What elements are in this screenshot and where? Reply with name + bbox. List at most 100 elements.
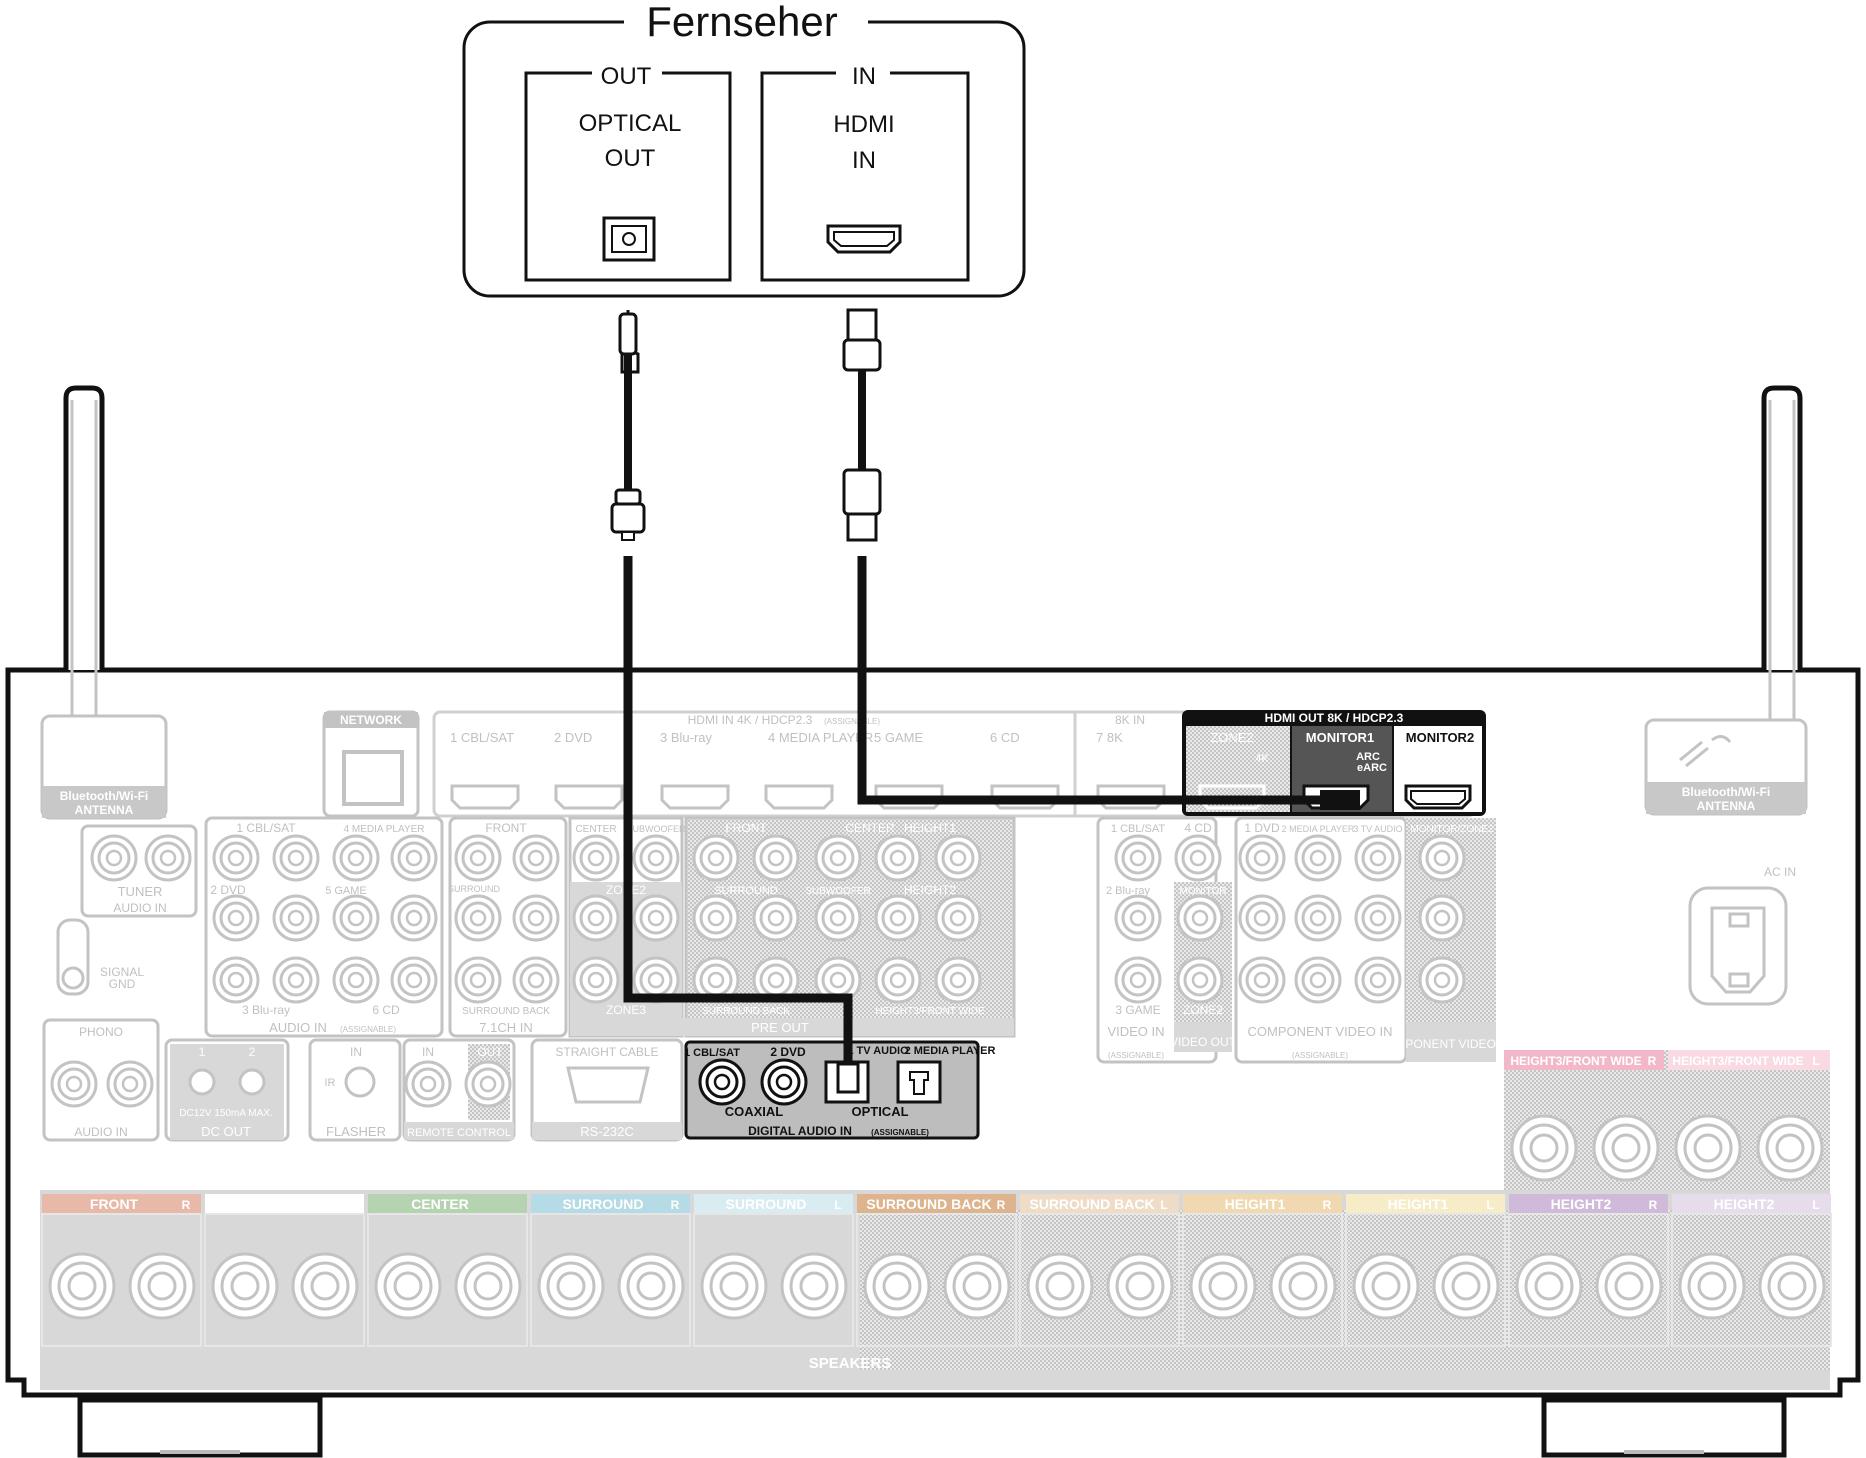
speaker-side-label: R: [1323, 1198, 1332, 1212]
pre-out-jack: [874, 834, 922, 882]
audio-in-jack: [212, 956, 260, 1004]
component-label-4: MONITOR/ZONE2: [1410, 824, 1494, 835]
speaker-side-label: L: [1160, 1198, 1167, 1212]
flasher-in-label: IN: [350, 1045, 362, 1059]
hdmi-in-port-3: [660, 784, 730, 810]
speaker-terminal: [1026, 1252, 1094, 1320]
pre-out-subwoofer-label: SUBWOOFER: [805, 886, 871, 897]
hdmi-in-port-label-7: 7 8K: [1096, 730, 1123, 745]
digital-label-4: 2 MEDIA PLAYER: [905, 1045, 996, 1057]
network-label: NETWORK: [340, 713, 402, 727]
ac-in-label: AC IN: [1764, 865, 1796, 879]
speaker-terminal: [1758, 1252, 1826, 1320]
hdmi-in-label: HDMI IN 4K / HDCP2.3: [688, 713, 813, 727]
component-in-jack: [1238, 894, 1286, 942]
coaxial-label: COAXIAL: [725, 1104, 784, 1119]
tv-optical-label-1: OPTICAL: [579, 110, 682, 137]
svg-text:L: L: [1812, 1054, 1819, 1068]
audio-in-jack: [390, 894, 438, 942]
remote-control-label: REMOTE CONTROL: [407, 1127, 511, 1139]
video-out-label: VIDEO OUT: [1170, 1035, 1237, 1049]
speaker-terminal: [1352, 1252, 1420, 1320]
ch71-surround-back-label: SURROUND BACK: [462, 1006, 550, 1017]
pre-out-center-label: CENTER: [845, 821, 895, 835]
video-in-label: VIDEO IN: [1107, 1024, 1164, 1039]
speaker-terminal: [780, 1252, 848, 1320]
speaker-terminal: [1595, 1252, 1663, 1320]
speaker-terminal: [1189, 1252, 1257, 1320]
speaker-terminal: [700, 1252, 768, 1320]
audio-in-jack: [390, 956, 438, 1004]
speaker-terminal: [48, 1252, 116, 1320]
hdmi-in-port-1: [450, 784, 520, 810]
hdmi-in-port-4: [764, 784, 834, 810]
speaker-terminal: [1678, 1252, 1746, 1320]
audio-in-label-5: 5 GAME: [325, 885, 367, 897]
video-in-label-4: 4 CD: [1184, 821, 1212, 835]
tv-optical-label-2: OUT: [605, 145, 656, 172]
component-in-jack: [1294, 894, 1342, 942]
speaker-group-8: HEIGHT1 R: [1182, 1194, 1343, 1347]
speaker-terminal: [943, 1252, 1011, 1320]
speaker-side-label: L: [1812, 1198, 1819, 1212]
tv-device: Fernseher OUT OPTICAL OUT IN HDMI IN: [462, 0, 1026, 298]
height3-r-label: HEIGHT3/FRONT WIDE: [1510, 1054, 1641, 1068]
pre-out-height1-label: HEIGHT1: [904, 821, 956, 835]
video-in-label-1: 1 CBL/SAT: [1111, 823, 1165, 835]
zone2-4k-label: 4K: [1255, 753, 1269, 765]
pre-out-jack: [874, 894, 922, 942]
component-in-jack: [1354, 894, 1402, 942]
pre-out-jack: [692, 834, 740, 882]
tuner-audio-in-label: AUDIO IN: [113, 901, 166, 915]
speaker-group-label: SURROUND BACK: [1029, 1196, 1154, 1212]
speaker-terminal: [211, 1252, 279, 1320]
speaker-terminal: [454, 1252, 522, 1320]
audio-in-jack: [272, 956, 320, 1004]
audio-in-jack: [212, 894, 260, 942]
ac-in-socket: [1688, 886, 1788, 1006]
video-in-assignable: (ASSIGNABLE): [1108, 1051, 1164, 1060]
arc-label: ARC: [1356, 751, 1380, 763]
speaker-side-label: L: [345, 1198, 352, 1212]
speaker-group-label: SURROUND: [563, 1196, 644, 1212]
speaker-side-label: R: [997, 1198, 1006, 1212]
component-in-jack: [1238, 834, 1286, 882]
speaker-terminal: [1515, 1252, 1583, 1320]
component-label-3: 3 TV AUDIO: [1353, 824, 1402, 834]
pre-out-front-label: FRONT: [725, 821, 767, 835]
speaker-side-label: L: [834, 1198, 841, 1212]
tuner-label: TUNER: [118, 884, 163, 899]
pre-out-surround-back-label: SURROUND BACK: [702, 1006, 790, 1017]
optical-cable: [610, 310, 860, 1094]
audio-in-jack: [390, 834, 438, 882]
ch71-surround-label: SURROUND: [448, 884, 501, 894]
monitor1-label: MONITOR1: [1306, 730, 1374, 745]
audio-in-section-label: AUDIO IN: [269, 1020, 327, 1035]
ch71-subwoofer-label: SUBWOOFER: [626, 824, 686, 834]
speakers-label: SPEAKERS: [809, 1355, 892, 1372]
digital-label-2: 2 DVD: [770, 1045, 806, 1059]
speaker-group-label: CENTER: [411, 1196, 469, 1212]
audio-in-label-6: 6 CD: [372, 1003, 400, 1017]
pre-out-height2-label: HEIGHT2: [904, 883, 956, 897]
video-in-label-3: 3 GAME: [1115, 1003, 1160, 1017]
hdmi-in-assignable: (ASSIGNABLE): [824, 717, 880, 726]
pre-out-jack: [692, 894, 740, 942]
pre-out-surround-label: SURROUND: [714, 885, 778, 897]
pre-out-jack: [934, 956, 982, 1004]
hdmi-in-port-label-4: 4 MEDIA PLAYER: [768, 730, 873, 745]
speaker-group-label: HEIGHT1: [1225, 1196, 1286, 1212]
flasher-label: FLASHER: [326, 1124, 386, 1139]
audio-in-jack: [332, 956, 380, 1004]
hdmi-out-label: HDMI OUT 8K / HDCP2.3: [1265, 711, 1404, 725]
component-label-1: 1 DVD: [1244, 821, 1280, 835]
pre-out-height3-label: HEIGHT3/FRONT WIDE: [875, 1006, 985, 1017]
pre-out-jack: [752, 894, 800, 942]
antenna-left-label-2: ANTENNA: [75, 803, 134, 817]
pre-out-label: PRE OUT: [751, 1020, 809, 1035]
